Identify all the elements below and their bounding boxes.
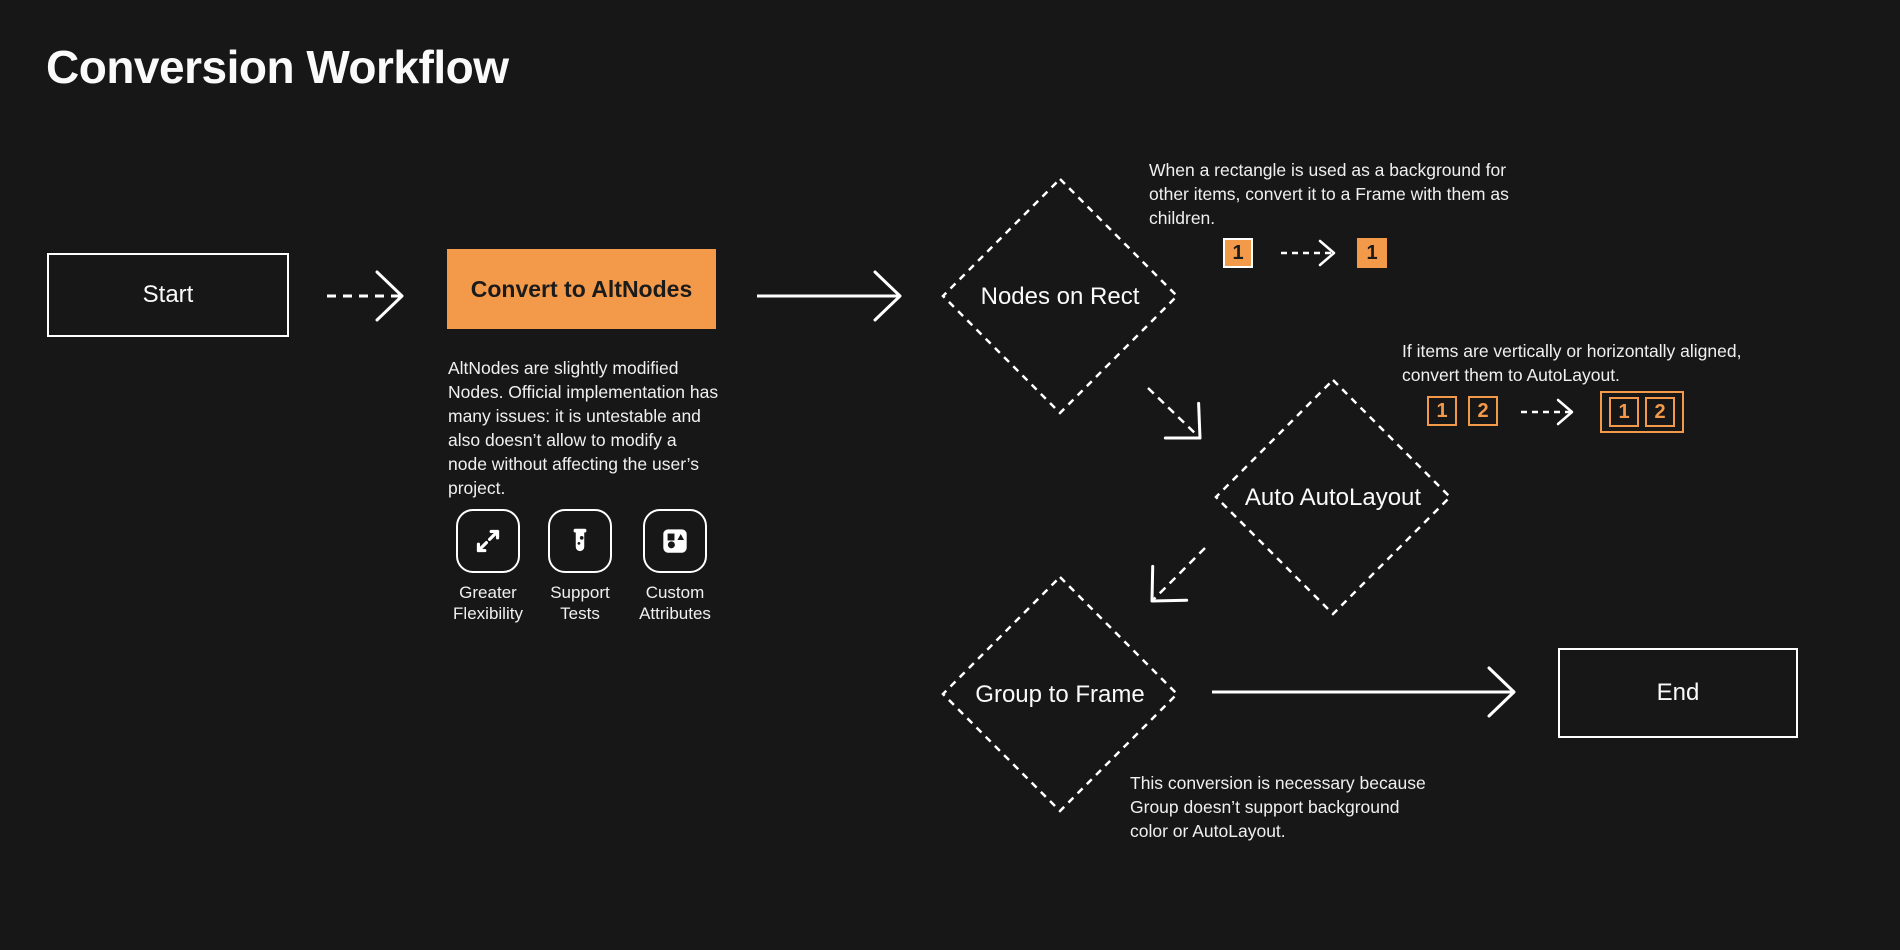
square-digit: 1 <box>1618 400 1630 423</box>
rect-note-text: When a rectangle is used as a background… <box>1149 160 1509 228</box>
autolayout-note-after-group: 1 2 <box>1600 391 1684 433</box>
test-tube-icon <box>548 509 612 573</box>
node-convert-label: Convert to AltNodes <box>470 275 693 302</box>
node-auto-autolayout-label: Auto AutoLayout <box>1244 484 1422 511</box>
feature-custom-attributes: Custom Attributes <box>625 509 725 624</box>
autolayout-note-text: If items are vertically or horizontally … <box>1402 341 1742 385</box>
altnodes-description: AltNodes are slightly modified Nodes. Of… <box>448 358 719 498</box>
autolayout-note-before-square-2: 2 <box>1468 396 1498 426</box>
diamond-auto-autolayout <box>1214 378 1452 616</box>
rect-note-after-square: 1 <box>1357 238 1387 268</box>
node-start: Start <box>47 253 289 337</box>
square-digit: 2 <box>1654 400 1666 423</box>
node-group-to-frame-label: Group to Frame <box>975 681 1145 708</box>
shapes-icon <box>643 509 707 573</box>
rect-note-before-square: 1 <box>1223 238 1253 268</box>
autolayout-note-after-square-1: 1 <box>1609 397 1639 427</box>
feature-support-tests: Support Tests <box>530 509 630 624</box>
feature-label: Support Tests <box>550 583 610 623</box>
feature-greater-flexibility: Greater Flexibility <box>438 509 538 624</box>
node-end: End <box>1558 648 1798 738</box>
node-nodes-on-rect-label: Nodes on Rect <box>980 283 1140 310</box>
feature-label: Greater Flexibility <box>453 583 523 623</box>
square-digit: 1 <box>1232 241 1244 264</box>
autolayout-note-before-square-1: 1 <box>1427 396 1457 426</box>
feature-label: Custom Attributes <box>639 583 711 623</box>
page-title: Conversion Workflow <box>46 41 509 93</box>
arrow-nodes-on-rect-to-auto-autolayout <box>1147 387 1202 440</box>
node-convert-to-altnodes: Convert to AltNodes <box>447 249 716 329</box>
node-end-label: End <box>1656 679 1700 706</box>
diamond-group-to-frame <box>941 575 1179 813</box>
autolayout-note-after-square-2: 2 <box>1645 397 1675 427</box>
square-digit: 2 <box>1477 399 1489 422</box>
node-start-label: Start <box>142 281 194 308</box>
diamond-nodes-on-rect <box>941 177 1179 415</box>
square-digit: 1 <box>1366 241 1378 264</box>
arrow-auto-autolayout-to-group-to-frame <box>1150 547 1206 603</box>
square-digit: 1 <box>1436 399 1448 422</box>
group-note-text: This conversion is necessary because Gro… <box>1130 773 1426 841</box>
expand-icon <box>456 509 520 573</box>
